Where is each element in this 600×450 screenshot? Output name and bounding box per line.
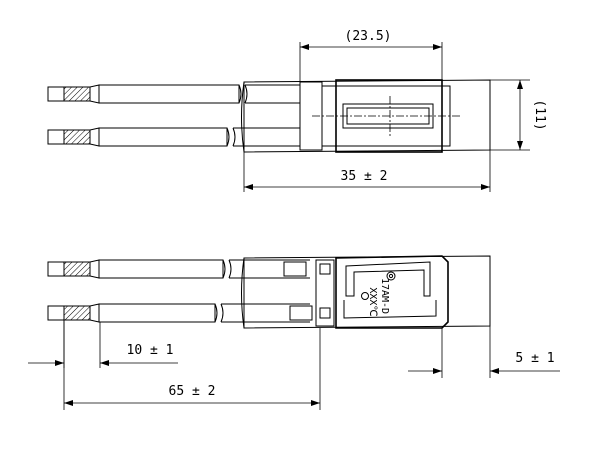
dim-strip-length: 10 ± 1 (28, 320, 178, 368)
dim-top-width: (23.5) (299, 29, 443, 84)
wire-bottom-1 (47, 259, 310, 279)
dim-height: (11) (490, 79, 547, 151)
bottom-view: 17AM-D XXX℃ 10 ± 1 65 ± 2 5 ± 1 (28, 255, 560, 410)
wire-top-2 (47, 127, 300, 147)
dim-height-label: (11) (532, 99, 547, 130)
dim-end-length-label: 5 ± 1 (515, 351, 554, 366)
dim-strip-length-label: 10 ± 1 (127, 343, 174, 358)
top-view: (23.5) (11) 35 ± 2 (47, 29, 547, 192)
dim-total-length-label: 65 ± 2 (169, 384, 216, 399)
protector-body-top (241, 79, 491, 153)
dim-top-width-label: (23.5) (345, 29, 392, 44)
body-model-marking: 17AM-D (379, 278, 390, 314)
dim-overall-length-label: 35 ± 2 (341, 169, 388, 184)
dim-end-length: 5 ± 1 (408, 326, 560, 378)
wire-top-1 (47, 84, 300, 104)
dim-overall-length: 35 ± 2 (243, 150, 491, 192)
protector-body-bottom: 17AM-D XXX℃ (241, 255, 491, 329)
wire-bottom-2 (47, 303, 310, 323)
dim-total-length: 65 ± 2 (63, 320, 321, 410)
body-temp-marking: XXX℃ (367, 287, 378, 316)
